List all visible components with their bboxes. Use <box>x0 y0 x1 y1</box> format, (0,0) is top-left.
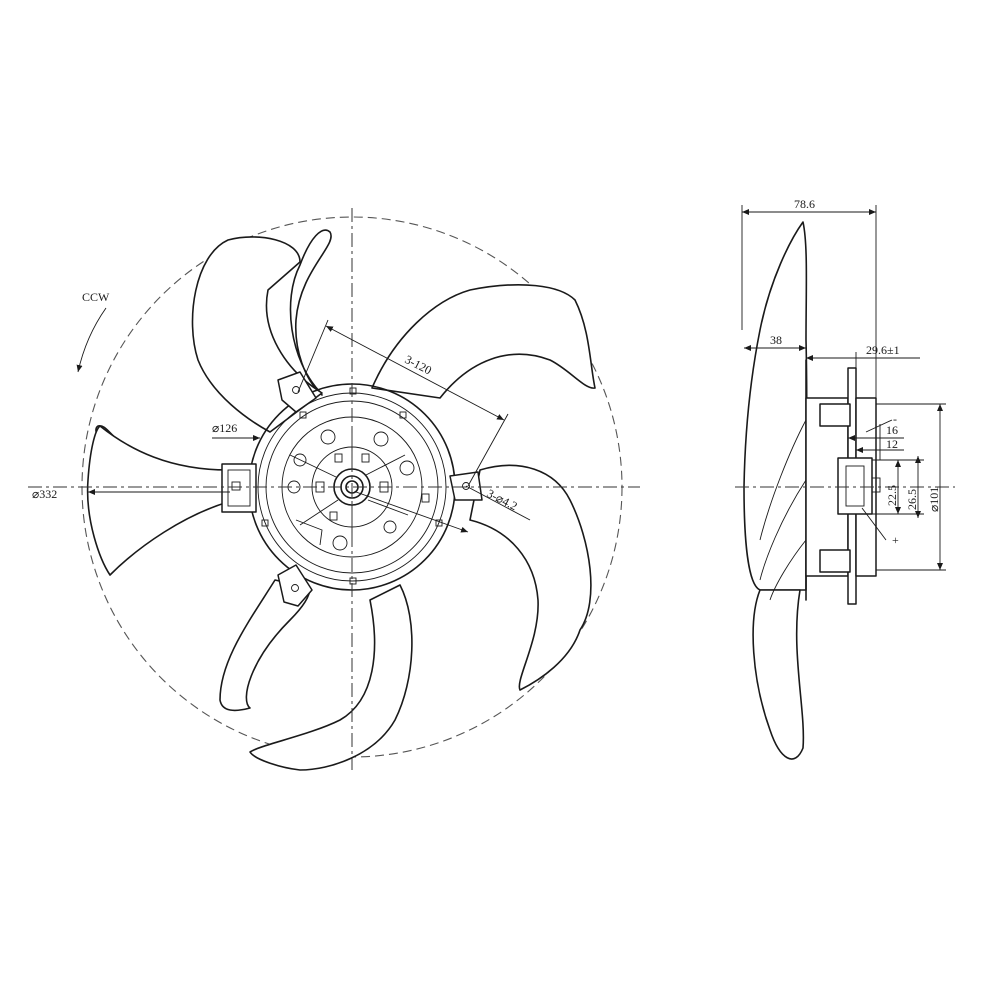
fan-blade-1 <box>289 229 332 396</box>
dim-38-label: 38 <box>770 333 782 347</box>
blade-side-curve <box>759 419 807 601</box>
connector-side-inner <box>845 465 865 507</box>
mounting-ear-top <box>277 371 317 413</box>
slot <box>361 453 370 463</box>
front-view: CCW ⌀332 ⌀126 3-120 3-⌀4.2 <box>28 208 640 771</box>
dim-12-label: 12 <box>886 437 898 451</box>
bolt-circle-ext-1 <box>297 319 329 393</box>
mounting-hole <box>292 386 300 394</box>
mounting-hole <box>462 482 470 490</box>
dim-101-label: ⌀101 <box>927 487 941 512</box>
dim-78-6-label: 78.6 <box>794 197 815 211</box>
terminal-negative-leader <box>865 419 893 433</box>
terminal-negative-label: - <box>893 412 897 426</box>
fan-blade-2 <box>371 284 596 399</box>
fan-blade-6-body <box>86 425 229 576</box>
side-view: 78.6 38 29.6±1 16 12 22.5 26.5 ⌀101 - + <box>735 197 955 760</box>
motor-ribs <box>289 427 409 546</box>
vent-hole <box>293 453 307 467</box>
vent-hole <box>373 431 389 447</box>
rotation-label: CCW <box>82 290 110 304</box>
connector-side <box>837 457 873 515</box>
mounting-hole <box>291 584 299 592</box>
slot <box>334 453 343 463</box>
dim-16-label: 16 <box>886 423 898 437</box>
connector-pin <box>231 481 241 491</box>
connector-side-pin <box>871 477 881 493</box>
slot <box>261 519 269 527</box>
fan-blade-5 <box>219 579 311 712</box>
slot <box>299 411 307 419</box>
fan-blade-3 <box>469 464 592 691</box>
vent-hole <box>332 535 348 551</box>
motor-side-clip-bottom <box>819 549 851 573</box>
mounting-ear-bottom <box>277 564 313 607</box>
mount-holes-leader <box>355 491 469 533</box>
slot <box>329 511 338 521</box>
rotation-arrow <box>76 307 107 373</box>
vent-hole <box>383 520 397 534</box>
blade-side-profile <box>743 221 808 591</box>
slot <box>421 493 430 503</box>
terminal-positive-label: + <box>892 533 899 547</box>
slot <box>349 577 357 585</box>
blade-side-profile-lower <box>752 589 805 760</box>
dim-26-5-label: 26.5 <box>905 489 919 510</box>
terminal-positive-leader <box>861 507 887 541</box>
dim-22-5-label: 22.5 <box>885 485 899 506</box>
diameter-332-label: ⌀332 <box>32 487 57 501</box>
bolt-circle-dim-line <box>325 325 505 421</box>
fan-blade-4 <box>249 584 413 771</box>
connector-inner <box>227 469 251 507</box>
motor-side-clip-top <box>819 403 851 427</box>
vent-hole <box>399 460 415 476</box>
diameter-126-label: ⌀126 <box>212 421 237 435</box>
mount-holes-leader-2 <box>465 485 531 521</box>
dim-29-6-label: 29.6±1 <box>866 343 900 357</box>
bolt-circle-ext-2 <box>467 413 509 487</box>
vent-hole <box>320 429 336 445</box>
slot <box>399 411 407 419</box>
connector-housing <box>221 463 257 513</box>
